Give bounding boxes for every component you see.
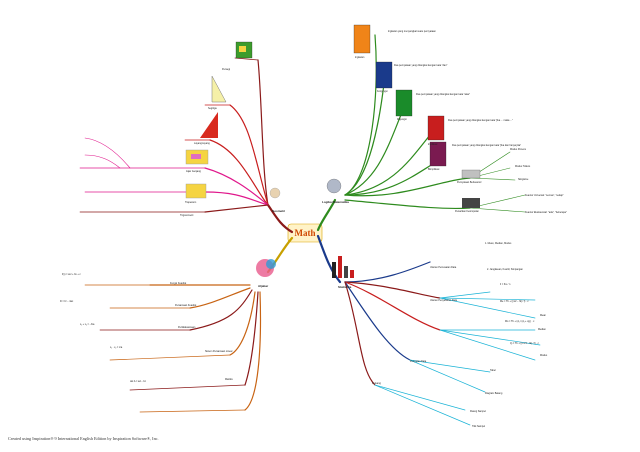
aljabar-note-1: f(x) = ax² + bx + c [62, 273, 81, 276]
statistika-note-2: 2. Jangkauan, Kuartil, Simpangan [487, 268, 524, 271]
geometri-icon-group: Geometri [185, 41, 285, 213]
kuantor-icon [461, 169, 481, 179]
statistika-formula-2: Me = Tb + ((n/2 − fk) / f) · c [500, 300, 529, 303]
statistika-leaf-median: Median [538, 328, 547, 331]
node-segitiga: Segitiga [208, 107, 217, 110]
node-implikasi: Implikasi [428, 143, 438, 146]
penarikan-icon [462, 198, 480, 208]
node-trigono: Trigonometri [180, 214, 194, 217]
logika-note-2: Dua pernyataan yang dirangkai dengan kat… [394, 64, 448, 67]
logika-note-1: Ingkaran yang menyangkal suatu pernyataa… [388, 30, 437, 33]
statistika-formula-3: Mo = Tb + (d₁ / (d₁ + d₂)) · c [505, 320, 535, 323]
kuantor-item-3: Silogisme [518, 178, 529, 181]
statistika-leaf-mean: Mean [540, 314, 547, 317]
footer-credit: Created using Inspiration® 9 Internation… [8, 436, 159, 441]
kuantor-note-2: Kuantor Eksistensial: "ada", "beberapa" [525, 211, 567, 214]
statistika-leaf-modus: Modus [540, 354, 548, 357]
logika-branch-icon [326, 178, 342, 194]
geometri-label: Geometri [272, 209, 285, 213]
geometri-branch-icon [269, 187, 281, 199]
logika-text: Ingkaran Konjungsi Disjungsi Implikasi B… [355, 30, 567, 214]
square-inner-icon [239, 46, 246, 52]
geometri-branch [79, 57, 294, 234]
logika-label: Logika Matematika [322, 200, 349, 204]
node-persegi: Persegi [222, 68, 231, 71]
node-trapesium: Trapesium [185, 201, 196, 204]
logika-icons: Logika Matematika [322, 24, 481, 208]
node-disjungsi: Disjungsi [397, 118, 407, 121]
truth-table-icon-1 [353, 24, 371, 54]
bar-chart-icon-1 [332, 262, 336, 278]
aljabar-note-4: x₁ · x₂ = c/a [110, 346, 123, 349]
truth-table-icon-4 [427, 115, 445, 141]
node-pertidaksamaan: Pertidaksamaan [178, 326, 196, 329]
logika-note-5: Dua pernyataan yang dirangkai dengan kat… [452, 144, 521, 147]
truth-table-icon-3 [395, 89, 413, 117]
bar-chart-icon-3 [344, 266, 348, 278]
statistika-leaf-tabel: Tabel [490, 369, 496, 372]
statistika-branch [316, 234, 541, 426]
node-peluang: Peluang [372, 382, 381, 385]
node-persamaan: Persamaan Kuadrat [175, 304, 197, 307]
aljabar-note-2: D = b² − 4ac [60, 300, 74, 303]
node-konjungsi: Konjungsi [377, 90, 388, 93]
kuantor-item-1: Modus Ponens [510, 148, 527, 151]
node-jajar-genjang: Jajar Genjang [186, 170, 202, 173]
node-sistem: Sistem Persamaan Linear [205, 350, 233, 353]
node-ingkaran: Ingkaran [355, 56, 365, 59]
node-penarikan: Penarikan Kesimpulan [455, 210, 480, 213]
bar-chart-icon-4 [350, 270, 354, 278]
statistika-label: Statistika [338, 285, 352, 289]
node-data-tunggal: Ukuran Pemusatan Data [430, 266, 457, 269]
aljabar-branch-icon-2 [266, 259, 276, 269]
statistika-leaf-titik: Titik Sampel [472, 425, 486, 428]
node-kuantor: Pernyataan Berkuantor [457, 181, 482, 184]
kuantor-note-1: Kuantor Universal: "semua", "setiap" [525, 194, 564, 197]
kuantor-item-2: Modus Tollens [515, 165, 531, 168]
node-fungsi: Fungsi Kuadrat [170, 282, 187, 285]
truth-table-icon-2 [375, 61, 393, 89]
node-data-kelompok: Ukuran Penyebaran Data [430, 299, 458, 302]
statistika-formula-1: x̄ = Σxᵢ / n [500, 283, 511, 286]
statistika-leaf-ruang: Ruang Sampel [470, 410, 486, 413]
triangle-icon [200, 112, 218, 138]
node-biimplikasi: Biimplikasi [428, 168, 440, 171]
logika-note-3: Dua pernyataan yang dirangkai dengan kat… [416, 93, 470, 96]
parallelogram-inner-icon [191, 154, 201, 159]
trapezoid-icon [185, 183, 207, 199]
bar-chart-icon-2 [338, 256, 342, 278]
node-penyajian: Penyajian Data [410, 360, 427, 363]
center-title: Math [295, 228, 316, 238]
statistika-formula-4: Qᵢ = Tb + ((i·n/4 − fk) / f) · c [510, 342, 540, 345]
right-triangle-icon [211, 75, 227, 103]
statistika-icons: Statistika Ukuran Pemusatan Data Ukuran … [332, 242, 548, 428]
aljabar-note-3: x₁ + x₂ = −b/a [80, 323, 95, 326]
logika-branch [316, 34, 526, 232]
aljabar-note-5: det A = ad − bc [130, 380, 147, 383]
statistika-note-1: 1. Mean, Median, Modus [485, 242, 512, 245]
node-matriks: Matriks [225, 378, 234, 381]
aljabar-label: Aljabar [258, 284, 269, 288]
truth-table-icon-5 [429, 141, 447, 167]
node-layang: Layang-layang [194, 142, 210, 145]
geometri-text: Persegi Segitiga Layang-layang Jajar Gen… [180, 68, 231, 217]
aljabar-icons: Aljabar Fungsi Kuadrat Persamaan Kuadrat… [60, 259, 276, 383]
center-node[interactable]: Math [287, 223, 323, 243]
statistika-leaf-diagram: Diagram Batang [485, 392, 503, 395]
logika-note-4: Dua pernyataan yang dirangkai dengan kat… [448, 119, 513, 122]
